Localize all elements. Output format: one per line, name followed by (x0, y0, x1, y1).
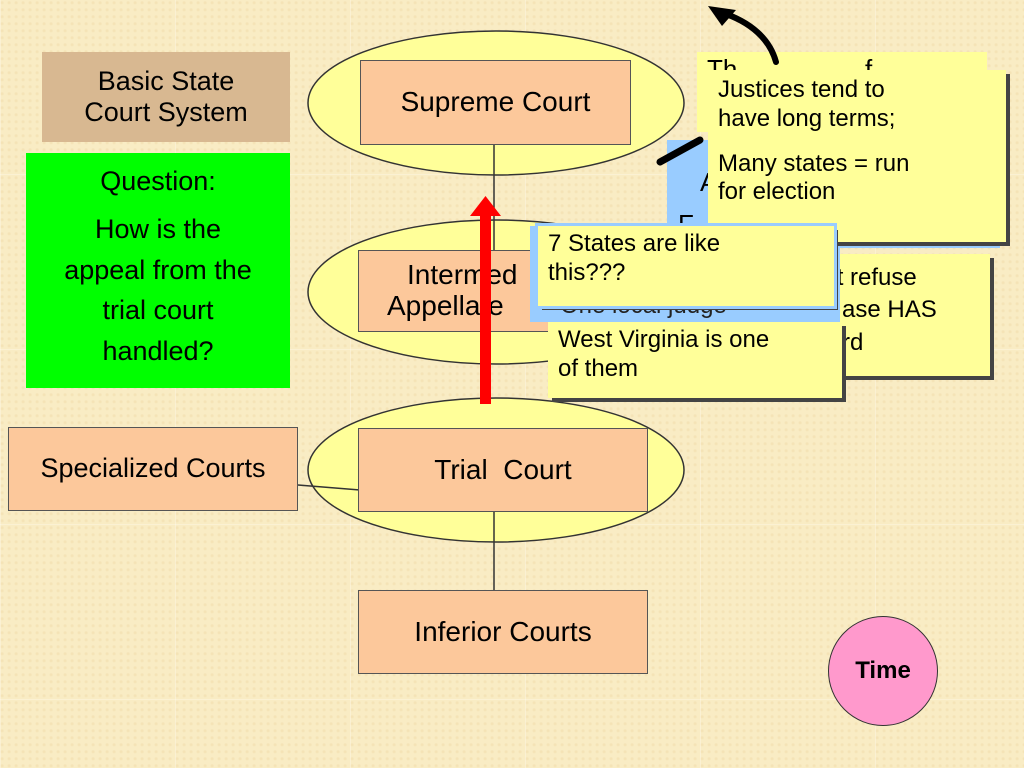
election-line-2: for election (718, 178, 836, 206)
appeal-arrow-shaft (480, 214, 491, 404)
justices-line-1: Justices tend to (718, 76, 885, 103)
supreme-court-box[interactable]: Supreme Court (360, 60, 631, 145)
back-note-fragment-2: f (865, 54, 873, 84)
trial-court-label: Trial Court (434, 453, 572, 485)
west-virginia-line-2: of them (558, 354, 639, 382)
question-line-2: appeal from the (64, 254, 252, 285)
title-line-2: Court System (84, 97, 248, 127)
appeal-arrow-head (470, 196, 501, 216)
inferior-courts-label: Inferior Courts (414, 615, 592, 647)
question-line-3: trial court (102, 295, 214, 326)
time-button[interactable]: Time (828, 616, 938, 726)
inferior-courts-box[interactable]: Inferior Courts (358, 590, 648, 674)
refuse-note-line-3: rd (842, 328, 864, 356)
election-line-1: Many states = run (718, 149, 910, 177)
question-line-4: handled? (102, 335, 214, 366)
specialized-courts-label: Specialized Courts (40, 453, 266, 484)
title-box: Basic State Court System (42, 52, 290, 142)
seven-states-line-2: this??? (548, 258, 626, 286)
question-heading: Question: (100, 166, 216, 196)
supreme-court-label: Supreme Court (400, 86, 591, 118)
intermediate-label-line-1: Intermed (407, 259, 518, 291)
justices-line-2: have long terms; (718, 104, 896, 132)
seven-states-note: 7 States are like this??? (535, 223, 837, 309)
connector-specialized-trial (297, 484, 361, 491)
trial-court-box[interactable]: Trial Court (358, 428, 648, 512)
question-line-1: How is the (94, 214, 222, 245)
refuse-note-line-2: ase HAS (842, 296, 937, 324)
west-virginia-note: West Virginia is one of them (548, 322, 842, 398)
west-virginia-line-1: West Virginia is one (558, 326, 770, 353)
title-line-1: Basic State (97, 65, 235, 96)
blue-note-fragment-a: A (672, 162, 717, 204)
question-box: Question: How is the appeal from the tri… (26, 153, 290, 388)
seven-states-line-1: 7 States are like (548, 230, 721, 257)
specialized-courts-box[interactable]: Specialized Courts (8, 427, 298, 511)
time-button-label: Time (855, 657, 911, 685)
justices-note: Justices tend to have long terms; Many s… (708, 70, 1006, 242)
